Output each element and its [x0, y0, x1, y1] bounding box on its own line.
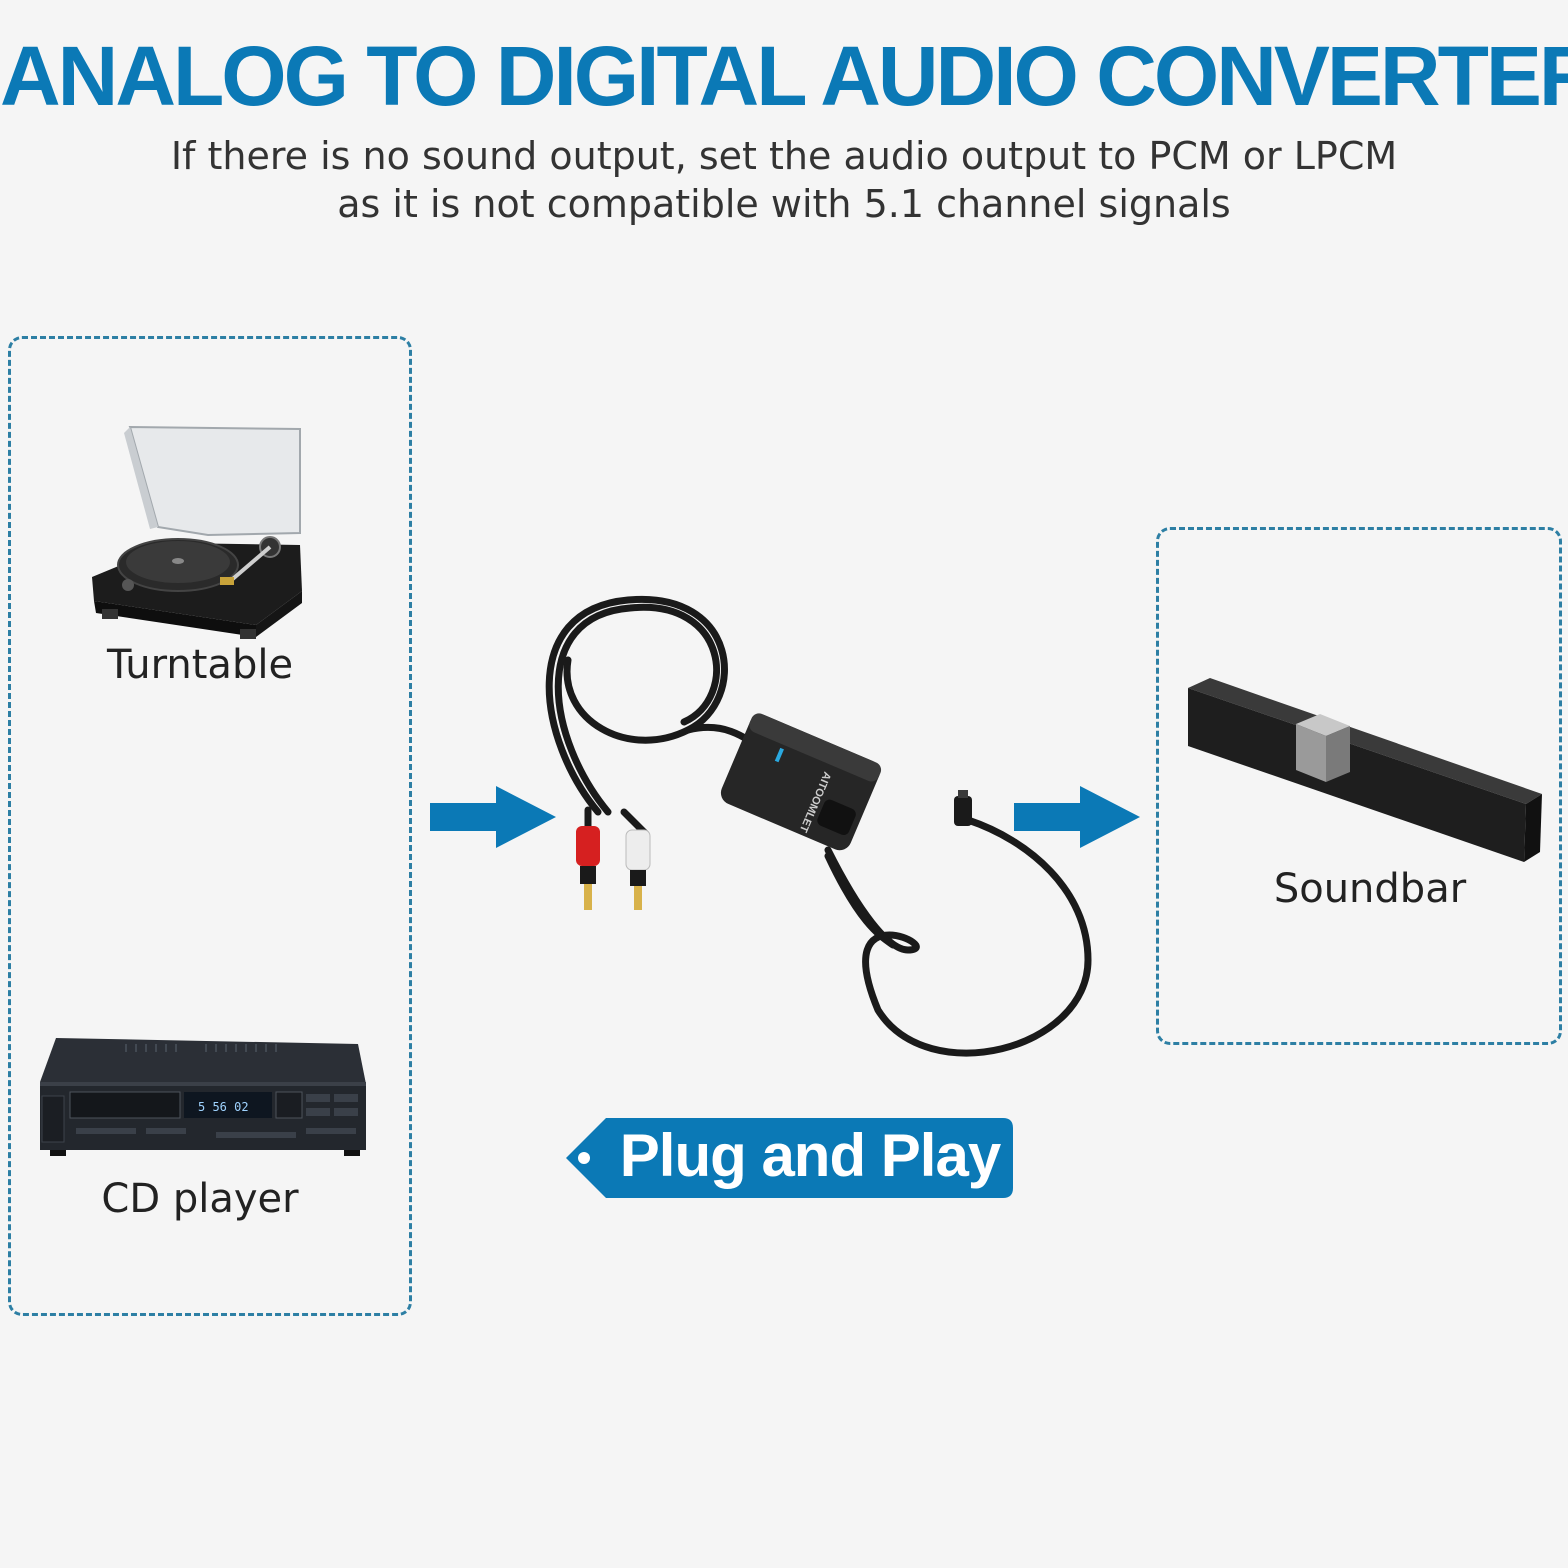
turntable-label: Turntable — [106, 642, 294, 688]
cd-player-icon: 5 56 02 — [40, 1038, 366, 1156]
turntable-icon — [92, 425, 302, 639]
soundbar-label: Soundbar — [1273, 866, 1467, 912]
cd-player-label: CD player — [101, 1176, 299, 1222]
subtitle-line-2: as it is not compatible with 5.1 channel… — [337, 182, 1231, 226]
page-title: ANALOG TO DIGITAL AUDIO CONVERTER — [0, 29, 1568, 123]
svg-text:5 56 02: 5 56 02 — [198, 1100, 249, 1114]
arrow-right-icon — [1014, 786, 1140, 848]
plug-and-play-label: Plug and Play — [619, 1122, 1001, 1189]
page-subtitle: If there is no sound output, set the aud… — [0, 132, 1568, 228]
converter-cable-icon: AITOOMLET — [545, 595, 1092, 1057]
subtitle-line-1: If there is no sound output, set the aud… — [170, 134, 1398, 178]
tag-hole-icon — [578, 1152, 590, 1164]
plug-and-play-tag — [566, 1118, 1013, 1198]
arrow-right-icon — [430, 786, 556, 848]
output-device-panel — [1156, 527, 1562, 1045]
soundbar-icon — [1188, 678, 1542, 862]
source-devices-panel — [8, 336, 412, 1316]
